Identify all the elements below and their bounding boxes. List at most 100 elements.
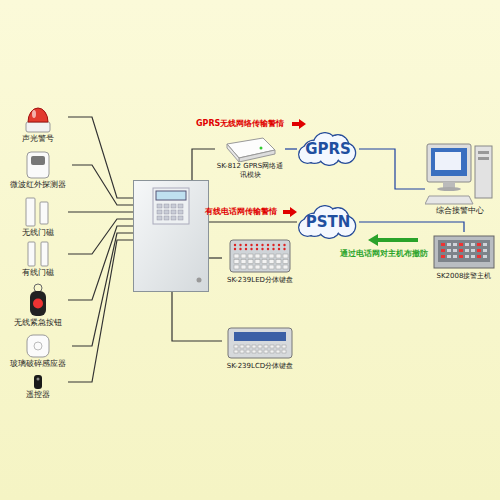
keypad-led xyxy=(250,248,252,250)
keypad-lcd xyxy=(234,332,286,341)
panel-key xyxy=(171,216,176,220)
monitor xyxy=(427,144,471,182)
rack-led xyxy=(465,255,469,258)
keypad-key xyxy=(241,260,246,264)
node-label: 玻璃破碎感应器 xyxy=(4,359,72,369)
monitor-base xyxy=(437,187,461,191)
rack-led xyxy=(471,255,475,258)
keypad-key xyxy=(234,350,238,353)
node-label: GPRS xyxy=(297,141,359,157)
panel-icon xyxy=(133,180,209,292)
keypad-key xyxy=(234,265,239,269)
keypad-body xyxy=(228,328,292,358)
keypad-led xyxy=(278,244,280,246)
wdoor-icon xyxy=(8,196,68,228)
rack-front xyxy=(438,240,490,262)
edge-label: 有线电话网传输警情 xyxy=(205,207,277,217)
ledpad-icon xyxy=(222,236,298,276)
keypad-led xyxy=(272,248,274,250)
network-cloud: GPRS xyxy=(297,132,359,166)
connector xyxy=(68,117,133,198)
keypad-key xyxy=(282,345,286,348)
keypad-key xyxy=(234,254,239,258)
node-label: 微波红外探测器 xyxy=(4,180,72,190)
panel-face xyxy=(153,188,189,224)
keypad-led xyxy=(283,244,285,246)
door-sensor-device: 无线门磁 xyxy=(8,196,68,238)
rack-led xyxy=(441,249,445,252)
keypad-key xyxy=(262,260,267,264)
module-led xyxy=(260,147,263,150)
rack-led xyxy=(459,243,463,246)
connector xyxy=(72,165,133,205)
rack-led xyxy=(459,249,463,252)
detector-body xyxy=(27,152,49,178)
panel-case xyxy=(134,181,209,292)
rack-led xyxy=(483,249,487,252)
panel-lock xyxy=(197,278,202,283)
siren-shine xyxy=(32,110,36,118)
keypad-led xyxy=(272,244,274,246)
gprs-module: SK-812 GPRS网络通讯模块 xyxy=(215,136,285,180)
keypad-key xyxy=(255,265,260,269)
door-icon xyxy=(8,240,68,268)
keypad-key xyxy=(276,350,280,353)
door-sensor xyxy=(28,242,35,266)
tower-drive xyxy=(478,151,489,154)
tower xyxy=(475,146,492,198)
node-label: 无线门磁 xyxy=(8,228,68,238)
keypad-key xyxy=(241,265,246,269)
connector xyxy=(285,148,297,149)
connector xyxy=(209,221,297,222)
rack-led xyxy=(459,255,463,258)
node-label: SK-239LCD分体键盘 xyxy=(222,362,298,371)
panel-key xyxy=(171,204,176,208)
keypad-key xyxy=(264,350,268,353)
keypad-led xyxy=(234,248,236,250)
red-arrow xyxy=(292,119,306,129)
network-cloud: PSTN xyxy=(297,205,359,239)
rack-led xyxy=(465,249,469,252)
rack-led xyxy=(447,243,451,246)
keypad-key xyxy=(241,254,246,258)
node-label: 综合接警中心 xyxy=(425,206,495,216)
panel-key xyxy=(164,204,169,208)
door-sensor xyxy=(26,198,35,226)
keypad-led xyxy=(256,248,258,250)
glass-break-device: 玻璃破碎感应器 xyxy=(4,333,72,369)
glass-sensor-body xyxy=(27,335,49,357)
keypad-key xyxy=(252,350,256,353)
keypad-led xyxy=(239,248,241,250)
keypad-led xyxy=(256,244,258,246)
remote-icon xyxy=(8,374,68,390)
node-label: 无线紧急按钮 xyxy=(8,318,68,328)
siren-dome xyxy=(28,108,48,122)
rack-led xyxy=(441,243,445,246)
panel-key xyxy=(178,204,183,208)
rack-led xyxy=(453,249,457,252)
connector xyxy=(209,257,222,258)
panel-key xyxy=(157,210,162,214)
rack-led xyxy=(477,243,481,246)
connector xyxy=(172,292,222,341)
node-label: SK-239LED分体键盘 xyxy=(222,276,298,285)
panel-key xyxy=(171,210,176,214)
keypad-key xyxy=(269,260,274,264)
keypad-key xyxy=(252,345,256,348)
keypad-key xyxy=(258,345,262,348)
keypad-key xyxy=(248,265,253,269)
door-magnet xyxy=(41,242,48,266)
keypad-key xyxy=(269,254,274,258)
keypad-key xyxy=(240,345,244,348)
pir-icon xyxy=(4,150,72,180)
keypad-led xyxy=(239,244,241,246)
keypad-key xyxy=(258,350,262,353)
module-side xyxy=(239,150,275,162)
node-label: 声光警号 xyxy=(8,134,68,144)
door-magnet xyxy=(40,202,48,224)
key-ring xyxy=(34,284,42,292)
keypad-led xyxy=(245,244,247,246)
panel-key xyxy=(164,210,169,214)
connector xyxy=(68,226,133,300)
